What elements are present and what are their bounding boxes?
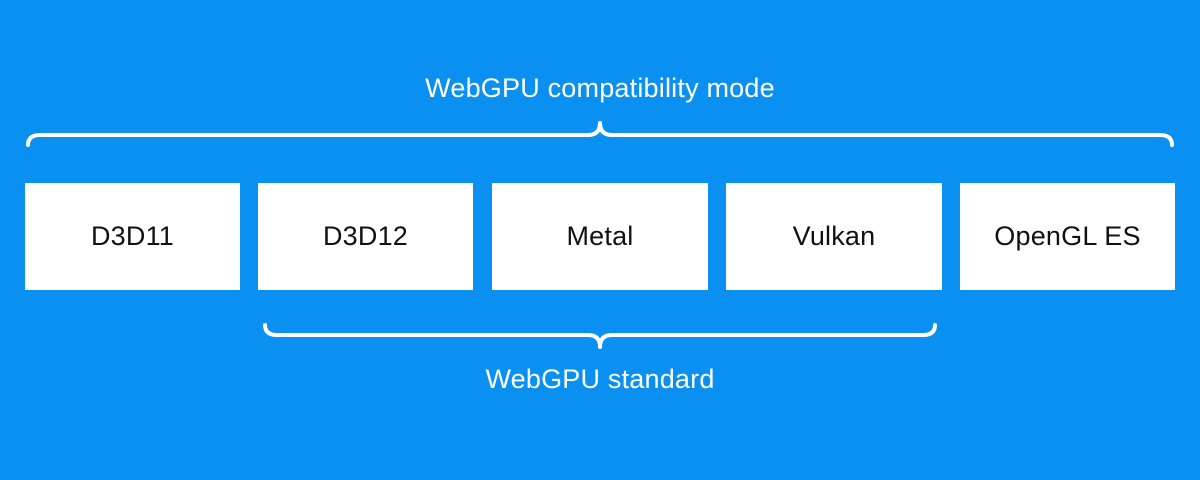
api-label-opengl-es: OpenGL ES xyxy=(994,221,1141,251)
api-label-d3d11: D3D11 xyxy=(90,221,175,251)
compatibility-mode-label: WebGPU compatibility mode xyxy=(425,73,775,103)
api-label-vulkan: Vulkan xyxy=(792,221,876,251)
api-box-vulkan: Vulkan xyxy=(726,183,942,290)
api-box-opengl-es: OpenGL ES xyxy=(960,183,1175,290)
standard-label: WebGPU standard xyxy=(485,364,715,394)
api-box-metal: Metal xyxy=(492,183,708,290)
api-box-d3d11: D3D11 xyxy=(25,183,240,290)
api-label-metal: Metal xyxy=(566,221,634,251)
api-label-d3d12: D3D12 xyxy=(322,221,409,251)
api-box-d3d12: D3D12 xyxy=(258,183,473,290)
